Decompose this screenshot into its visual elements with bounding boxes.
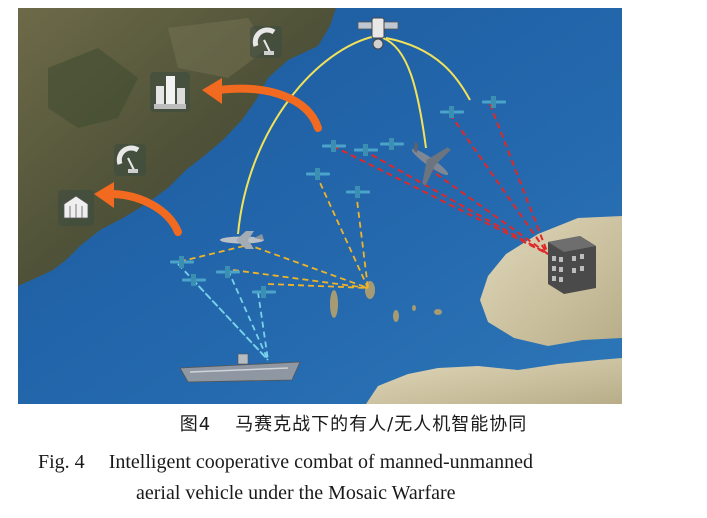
figure-label-en: Fig. 4 [38, 451, 85, 473]
figure-title-en-line1: Intelligent cooperative combat of manned… [109, 451, 533, 473]
figure-title-cn: 马赛克战下的有人/无人机智能协同 [235, 414, 527, 435]
enemy-building-icon [548, 236, 596, 294]
mosaic-warfare-illustration [18, 8, 622, 404]
city-building-icon [150, 72, 190, 112]
hangar-icon [58, 190, 94, 226]
radar-dish-icon [250, 26, 282, 58]
figure-caption-cn: 图4 马赛克战下的有人/无人机智能协同 [0, 410, 707, 436]
figure-caption-en: Fig. 4 Intelligent cooperative combat of … [38, 451, 533, 474]
figure-label-cn: 图4 [180, 414, 211, 435]
figure-title-en-line2: aerial vehicle under the Mosaic Warfare [136, 482, 456, 505]
radar-dish-icon [114, 144, 146, 176]
